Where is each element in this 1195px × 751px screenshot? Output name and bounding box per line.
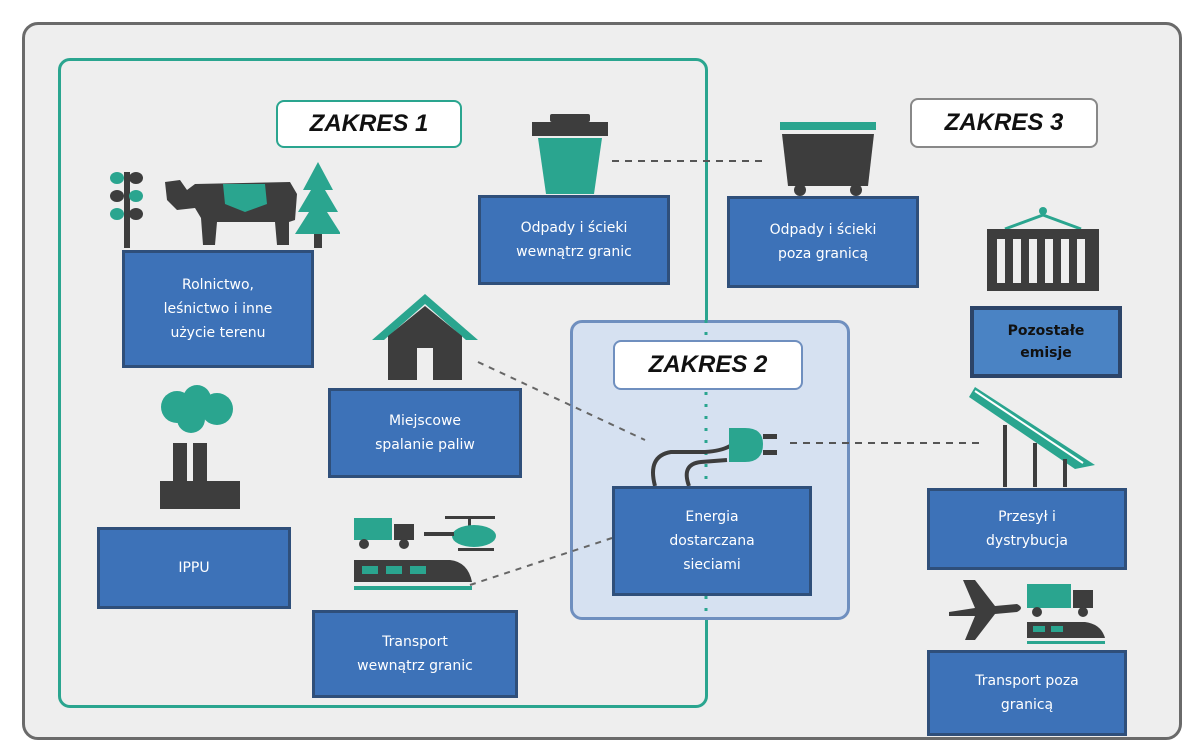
transport-outside-icon xyxy=(949,580,1105,644)
container-icon xyxy=(987,207,1099,291)
scope-2-label: ZAKRES 2 xyxy=(613,340,803,390)
agriculture-box: Rolnictwo, leśnictwo i inne użycie teren… xyxy=(122,250,314,368)
transport-icon xyxy=(354,516,496,590)
plug-icon xyxy=(651,428,777,487)
waste-bin-icon xyxy=(532,114,608,194)
stationary-combustion-box: Miejscowe spalanie paliw xyxy=(328,388,522,478)
waste-outside-box: Odpady i ścieki poza granicą xyxy=(727,196,919,288)
transport-outside-box: Transport poza granicą xyxy=(927,650,1127,736)
house-icon xyxy=(372,294,478,380)
scope-3-label: ZAKRES 3 xyxy=(910,98,1098,148)
ippu-box: IPPU xyxy=(97,527,291,609)
transmission-tower-icon xyxy=(969,387,1095,487)
grid-energy-box: Energia dostarczana sieciami xyxy=(612,486,812,596)
scope-1-label: ZAKRES 1 xyxy=(276,100,462,148)
dumpster-icon xyxy=(780,122,876,196)
waste-inside-box: Odpady i ścieki wewnątrz granic xyxy=(478,195,670,285)
transmission-box: Przesył i dystrybucja xyxy=(927,488,1127,570)
factory-icon xyxy=(160,385,240,509)
other-emissions-box: Pozostałe emisje xyxy=(970,306,1122,378)
agriculture-icon xyxy=(110,162,340,248)
transport-inside-box: Transport wewnątrz granic xyxy=(312,610,518,698)
transport-to-energy-connector xyxy=(469,537,613,586)
